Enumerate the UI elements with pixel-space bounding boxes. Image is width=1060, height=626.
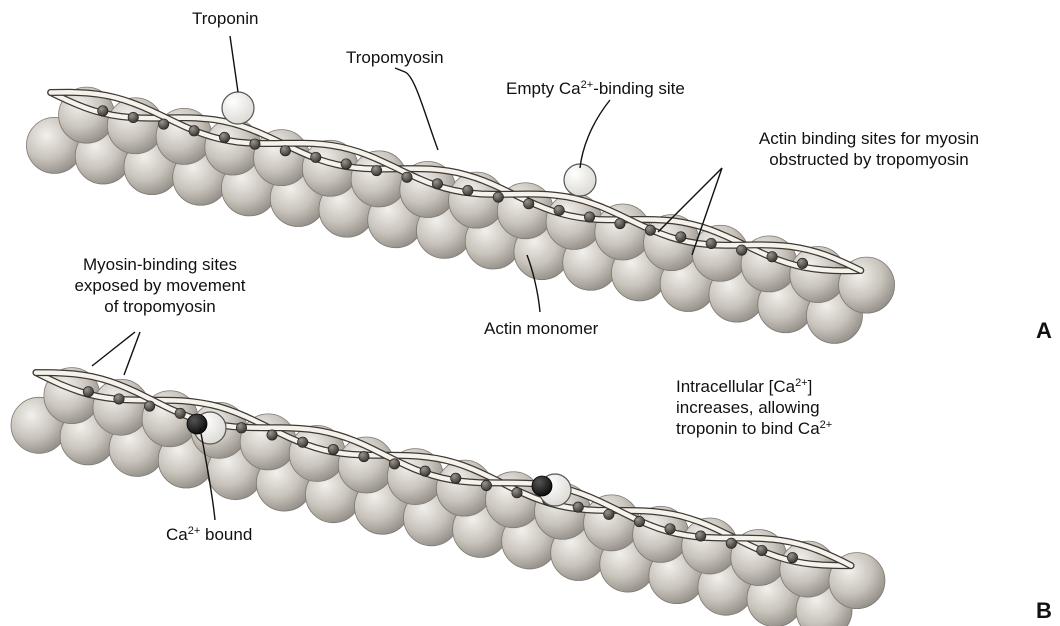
troponin-complex [564,164,596,196]
ca-bound-pre: Ca [166,525,188,544]
intracellular-line-3-sup: 2+ [820,419,833,431]
ca-bound-post: bound [200,525,252,544]
calcium-ion [532,476,552,496]
myosin-binding-site [158,119,168,129]
myosin-binding-site [757,545,767,555]
myosin-binding-site [481,480,491,490]
empty-site-text-pre: Empty Ca [506,79,581,98]
myosin-binding-site [767,252,777,262]
empty-ca-binding-site-label: Empty Ca2+-binding site [506,78,685,99]
myosin-binding-site [175,408,185,418]
myosin-binding-site [114,394,124,404]
myosin-binding-site [797,258,807,268]
myosin-binding-site [584,212,594,222]
empty-site-text-post: -binding site [593,79,685,98]
troponin-complex [222,92,254,124]
myosin-binding-site [389,459,399,469]
myosin-binding-site [493,192,503,202]
exposed-line-1: Myosin-binding sites [50,254,270,275]
myosin-binding-site [267,430,277,440]
myosin-binding-site [371,165,381,175]
myosin-binding-site [726,538,736,548]
myosin-binding-site [512,488,522,498]
exposed-line-3: of tropomyosin [50,296,270,317]
empty-site-leader [580,100,610,168]
myosin-binding-site [128,112,138,122]
myosin-binding-site [787,552,797,562]
myosin-binding-site [83,387,93,397]
myosin-binding-site [311,152,321,162]
myosin-binding-site [615,218,625,228]
myosin-binding-site [524,199,534,209]
myosin-binding-site [695,531,705,541]
myosin-binding-site [634,516,644,526]
myosin-binding-site [463,185,473,195]
troponin-leader [230,36,238,92]
obstructed-sites-label: Actin binding sites for myosin obstructe… [734,128,1004,170]
myosin-binding-site [189,126,199,136]
actin-monomer [254,130,310,186]
myosin-binding-site [573,502,583,512]
obstructed-line-2: obstructed by tropomyosin [734,149,1004,170]
myosin-binding-site [402,172,412,182]
actin-monomer [584,495,640,551]
ca-bound-label: Ca2+ bound [166,524,252,545]
panel-b-letter: B [1036,598,1052,624]
panel-a-letter: A [1036,318,1052,344]
myosin-binding-site [645,225,655,235]
actin-monomer [595,204,651,260]
intracellular-line-1-sup: 2+ [795,377,808,389]
myosin-binding-site [236,423,246,433]
myosin-binding-site [432,179,442,189]
empty-site-sup: 2+ [581,79,594,91]
myosin-binding-site [554,205,564,215]
myosin-binding-site [328,444,338,454]
tropomyosin-leader [395,68,438,150]
myosin-binding-site [280,145,290,155]
intracellular-line-3: troponin to bind Ca2+ [676,418,832,439]
myosin-binding-site [676,232,686,242]
myosin-binding-site [604,509,614,519]
myosin-binding-site [451,473,461,483]
ca-bound-sup: 2+ [188,525,201,537]
actin-monomer-label: Actin monomer [484,318,598,339]
myosin-binding-site [359,451,369,461]
myosin-binding-site [219,132,229,142]
myosin-binding-site [144,401,154,411]
intracellular-line-1: Intracellular [Ca2+] [676,376,832,397]
myosin-binding-site [420,466,430,476]
myosin-binding-site [736,245,746,255]
myosin-binding-site [297,437,307,447]
myosin-binding-site [665,524,675,534]
intracellular-line-2: increases, allowing [676,397,832,418]
intracellular-line-3-pre: troponin to bind Ca [676,419,820,438]
intracellular-ca-label: Intracellular [Ca2+] increases, allowing… [676,376,832,439]
intracellular-line-1-post: ] [808,377,813,396]
tropomyosin-label: Tropomyosin [346,47,444,68]
intracellular-line-1-pre: Intracellular [Ca [676,377,795,396]
exposed-line-2: exposed by movement [50,275,270,296]
troponin-label: Troponin [192,8,258,29]
obstructed-line-1: Actin binding sites for myosin [734,128,1004,149]
actin-monomer [240,414,296,470]
myosin-binding-site [706,238,716,248]
exposed-sites-label: Myosin-binding sites exposed by movement… [50,254,270,317]
myosin-binding-site [98,106,108,116]
calcium-ion [187,414,207,434]
myosin-binding-site [250,139,260,149]
myosin-binding-site [341,159,351,169]
